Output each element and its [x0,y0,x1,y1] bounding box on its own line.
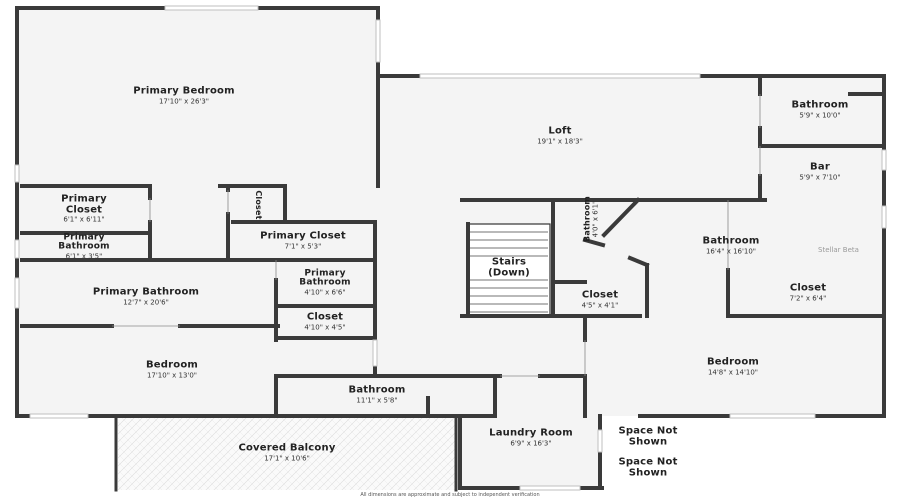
room-label-bathroom-center-small: Bathroom 4'0" x 6'1" [582,196,601,242]
room-name: Primary Closet [260,230,346,242]
room-name: Closet [254,190,264,220]
room-dims: 12'7" x 20'6" [123,298,169,307]
room-label-stairs: Stairs (Down) [479,256,539,279]
room-label-bedroom-right: Bedroom 14'8" x 14'10" [706,356,760,377]
room-dims: 7'1" x 5'3" [284,242,322,251]
room-label-bar: Bar 5'9" x 7'10" [799,161,841,182]
room-name: Closet [581,289,619,301]
windows [14,5,887,491]
room-dims: 4'10" x 4'5" [304,323,346,332]
room-name: Bedroom [145,359,199,371]
room-name: Bathroom [791,99,849,111]
room-dims: 5'9" x 7'10" [799,173,841,182]
room-name: Primary Bathroom [58,232,110,252]
room-name: Bar [810,161,830,173]
room-name: Primary Closet [61,193,107,215]
room-dims: 14'8" x 14'10" [707,368,759,377]
room-label-closet-right: Closet 7'2" x 6'4" [789,282,827,303]
room-dims: 6'9" x 16'3" [510,439,552,448]
room-label-closet-mid: Closet 4'10" x 4'5" [304,311,346,332]
room-label-space-not-shown-2: Space Not Shown [613,456,683,479]
room-label-primary-bathroom-left: Primary Bathroom 6'1" x 3'5" [44,233,124,260]
covered-balcony-floor [118,418,456,490]
room-label-closet-small: Closet [254,190,264,220]
room-name: Closet [789,282,827,294]
room-label-bedroom-left: Bedroom 17'10" x 13'0" [145,359,199,380]
room-name: Laundry Room [489,427,573,439]
room-name: Bathroom [582,196,592,242]
room-label-primary-bathroom-mid: Primary Bathroom 4'10" x 6'6" [285,269,365,296]
room-name: Bedroom [706,356,760,368]
room-dims: 17'1" x 10'6" [264,454,310,463]
room-label-bathroom-bottom: Bathroom 11'1" x 5'8" [348,384,406,405]
room-name: Bathroom [702,235,760,247]
door-frames [112,94,761,377]
room-dims: 17'10" x 26'3" [158,97,210,106]
floor-fill [17,8,884,488]
room-dims: 16'4" x 16'10" [705,247,757,256]
room-dims: 6'1" x 3'5" [65,252,103,261]
room-label-primary-bathroom-main: Primary Bathroom 12'7" x 20'6" [92,286,200,307]
room-dims: 5'9" x 10'0" [799,111,841,120]
room-label-primary-bedroom: Primary Bedroom 17'10" x 26'3" [133,85,235,106]
room-name: Space Not Shown [618,425,678,447]
disclaimer: All dimensions are approximate and subje… [360,492,540,498]
room-name: Covered Balcony [238,442,336,454]
room-label-laundry-room: Laundry Room 6'9" x 16'3" [489,427,573,448]
room-dims: 19'1" x 18'3" [537,137,583,146]
room-label-bathroom-top-right: Bathroom 5'9" x 10'0" [791,99,849,120]
room-label-primary-closet-left: Primary Closet 6'1" x 6'11" [49,193,119,224]
room-name: Primary Bathroom [92,286,200,298]
room-label-covered-balcony: Covered Balcony 17'1" x 10'6" [238,442,336,463]
room-name: Primary Bathroom [299,268,351,288]
room-label-space-not-shown-1: Space Not Shown [613,425,683,448]
room-label-closet-center: Closet 4'5" x 4'1" [581,289,619,310]
walls [15,6,886,492]
room-label-loft: Loft 19'1" x 18'3" [537,125,583,146]
room-name: Closet [306,311,344,323]
room-name: Loft [548,125,572,137]
room-name: Stairs (Down) [488,256,530,278]
room-dims: 6'1" x 6'11" [63,215,105,224]
room-name: Primary Bedroom [133,85,235,97]
watermark: Stellar Beta [818,246,859,254]
room-dims: 4'0" x 6'1" [592,200,601,238]
room-dims: 4'5" x 4'1" [581,301,619,310]
stairs-treads [467,223,551,317]
room-dims: 17'10" x 13'0" [146,371,198,380]
room-label-primary-closet-mid: Primary Closet 7'1" x 5'3" [260,230,346,251]
room-name: Bathroom [348,384,406,396]
room-label-bathroom-right: Bathroom 16'4" x 16'10" [702,235,760,256]
room-dims: 11'1" x 5'8" [356,396,398,405]
room-name: Space Not Shown [618,456,678,478]
room-dims: 7'2" x 6'4" [789,294,827,303]
room-dims: 4'10" x 6'6" [304,288,346,297]
